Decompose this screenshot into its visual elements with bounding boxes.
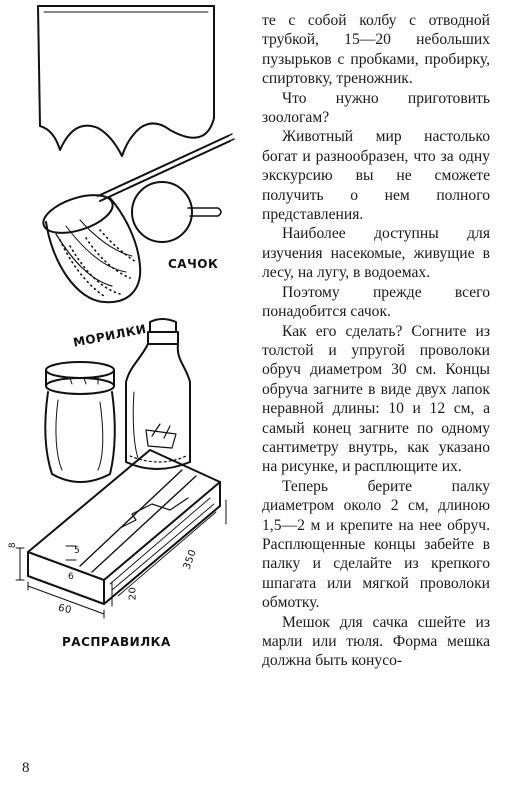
scalloped-paper-drawing — [37, 5, 215, 157]
spreading-board-drawing — [15, 449, 227, 619]
paragraph: Наиболее доступны для изучения насекомые… — [262, 225, 490, 282]
paragraph: Теперь берите палку диаметром около 2 см… — [262, 477, 490, 612]
dimension-20-label: 20 — [127, 586, 139, 601]
caption-press: РАСПРАВИЛКА — [62, 635, 171, 649]
body-text: те с собой колбу с отводной трубкой, 15—… — [262, 11, 490, 671]
paragraph: Поэтому прежде всего понадобится сачок. — [262, 283, 490, 321]
dimension-6-label: 6 — [68, 572, 75, 582]
line-drawing — [15, 5, 235, 619]
killing-jars-drawing — [44, 318, 191, 483]
dimension-5-label: 5 — [74, 546, 81, 556]
illustration-panel: 8 5 6 60 20 350 САЧОК МОРИЛКИ РАСПРАВИЛК… — [0, 0, 258, 680]
page-number: 8 — [22, 760, 30, 776]
paragraph: Как его сделать? Согните из толстой и уп… — [262, 322, 490, 476]
paragraph: Мешок для сачка сшейте из марли или тюля… — [262, 613, 490, 670]
paragraph: Животный мир настолько богат и разнообра… — [262, 128, 490, 224]
caption-net: САЧОК — [168, 257, 219, 271]
dimension-8-label: 8 — [8, 541, 19, 549]
butterfly-net-drawing — [42, 133, 235, 304]
paragraph: Что нужно приготовить зоологам? — [262, 89, 490, 127]
paragraph: те с собой колбу с отводной трубкой, 15—… — [262, 12, 490, 88]
